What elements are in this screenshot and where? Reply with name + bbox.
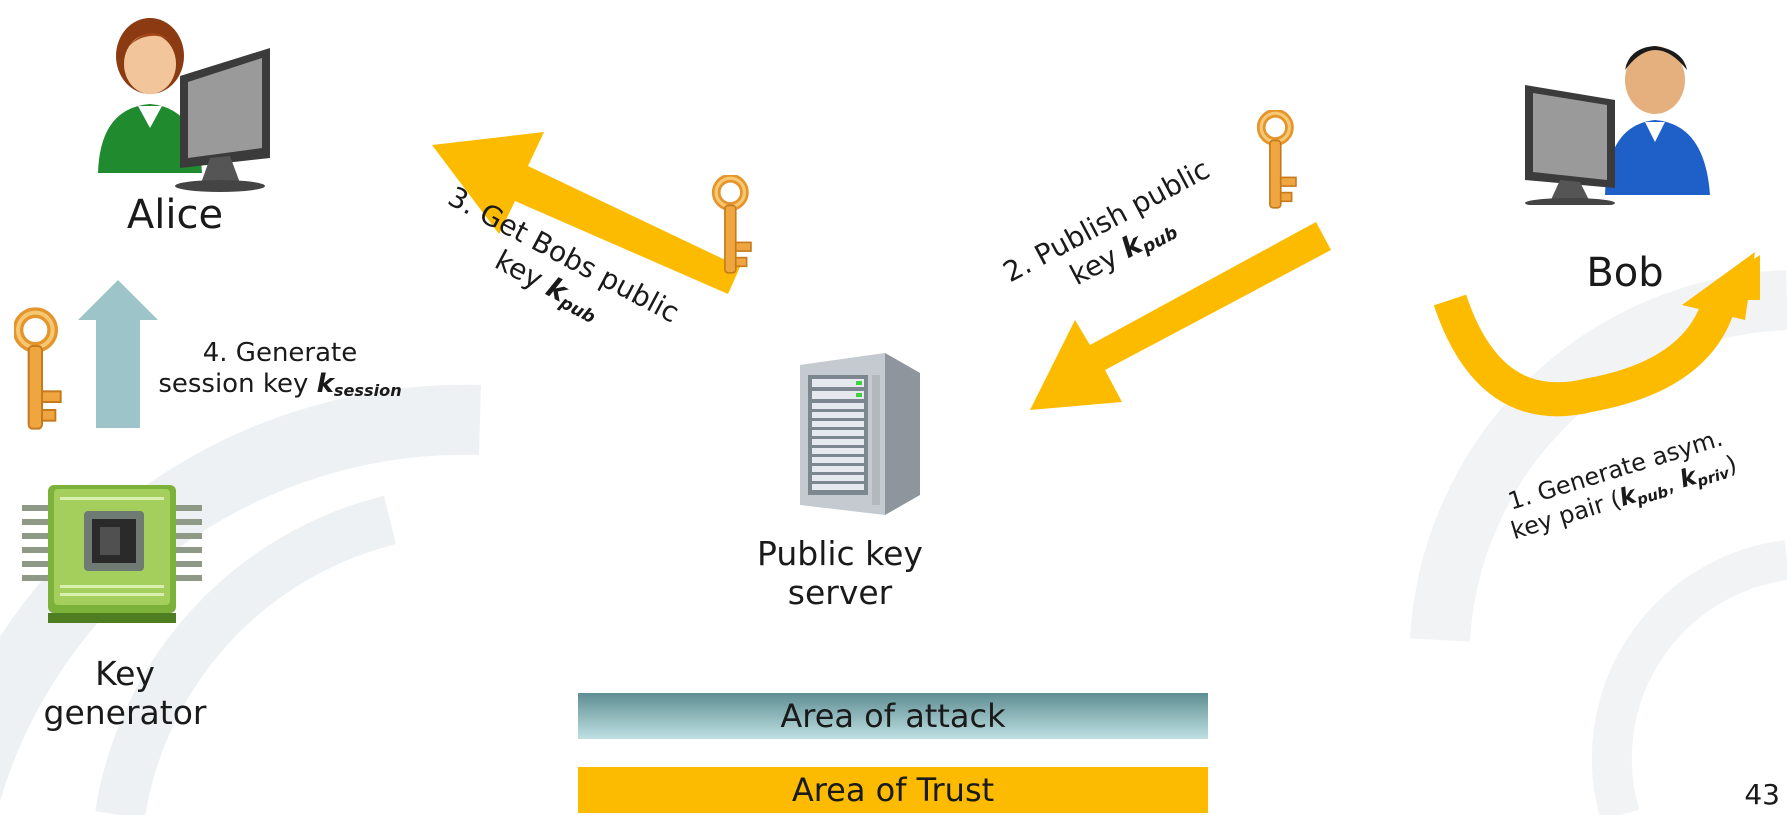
key-icon: [1255, 110, 1300, 210]
legend-trust-bar: Area of Trust: [578, 767, 1208, 813]
step4-line1: 4. Generate: [202, 338, 358, 368]
step4-label: 4. Generate session key ksession: [150, 338, 410, 401]
server-label: Public key server: [740, 534, 940, 613]
server-tower-icon: [800, 353, 920, 515]
chip-icon: [22, 485, 202, 623]
bob-label: Bob: [1586, 250, 1664, 296]
keygen-label-line2: generator: [43, 692, 207, 732]
server-label-line2: server: [787, 572, 893, 612]
step3-arrow: [432, 132, 740, 294]
alice-label: Alice: [126, 192, 224, 238]
keygen-label: Key generator: [40, 654, 210, 733]
alice-icon: [98, 18, 270, 192]
bob-icon: [1525, 46, 1710, 205]
server-label-line1: Public key: [757, 534, 923, 573]
key-icon: [710, 175, 755, 275]
step4-line2: session key ksession: [158, 369, 402, 401]
keygen-label-line1: Key: [95, 654, 155, 693]
step1-arrow: [1433, 252, 1760, 417]
legend-attack-bar: Area of attack: [578, 693, 1208, 739]
key-icon: [14, 300, 62, 440]
step2-arrow: [1030, 222, 1331, 410]
page-number: 43: [1744, 778, 1780, 811]
step4-arrow: [78, 280, 158, 428]
